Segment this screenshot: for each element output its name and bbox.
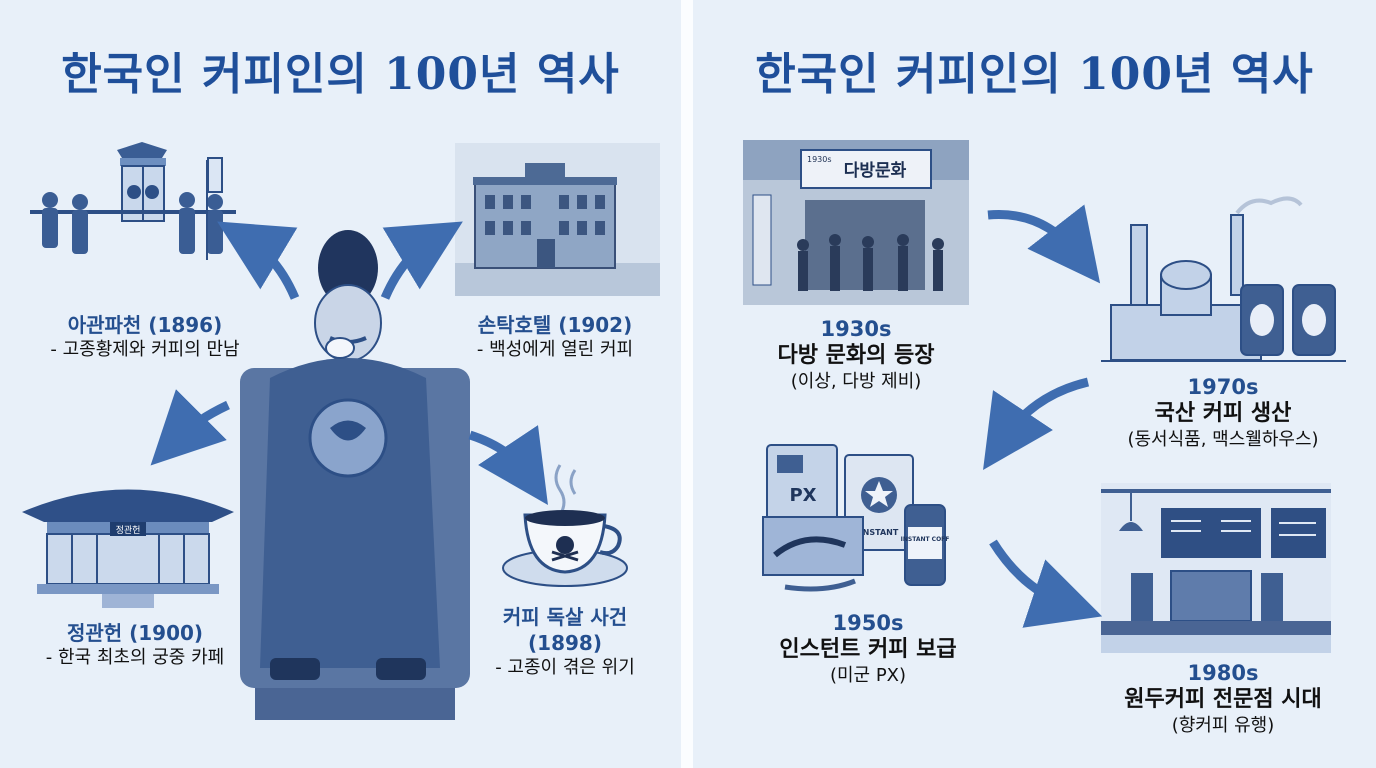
right-panel: 한국인 커피인의 100년 역사 1930s 다방문화: [693, 0, 1376, 768]
era-1980s: 1980s 원두커피 전문점 시대 (향커피 유행): [1098, 660, 1348, 738]
px-label: PX: [789, 485, 816, 506]
event-sontag-hotel: 손탁호텔 (1902) - 백성에게 열린 커피: [450, 312, 660, 362]
event-coffee-poisoning: 커피 독살 사건 (1898) - 고종이 겪은 위기: [470, 604, 660, 680]
sontag-hotel-photo: [455, 143, 660, 296]
panel-divider: [681, 0, 693, 768]
coffee-shop-1980s-illustration: [1101, 483, 1331, 653]
era-desc: (향커피 유행): [1171, 715, 1275, 736]
era-year: 1970s: [1187, 375, 1259, 399]
event-title: 손탁호텔 (1902): [477, 313, 633, 337]
instant-coffee-1950s-illustration: PX INSTANT INSTANT COFF: [755, 435, 955, 600]
era-year: 1950s: [832, 611, 904, 635]
era-year: 1980s: [1187, 661, 1259, 685]
dabang-1930s-photo: 1930s 다방문화: [743, 140, 969, 305]
palanquin-illustration: [22, 140, 242, 300]
emperor-gojong-illustration: [230, 228, 480, 728]
event-jeonggwanheon: 정관헌 (1900) - 한국 최초의 궁중 카페: [20, 620, 250, 670]
instant-label: INSTANT: [860, 528, 899, 537]
era-title: 다방 문화의 등장: [777, 343, 935, 368]
event-desc: - 고종이 겪은 위기: [495, 657, 635, 678]
era-desc: (미군 PX): [829, 665, 907, 686]
event-desc: - 백성에게 열린 커피: [476, 339, 634, 360]
photo-sign: 다방문화: [844, 161, 907, 181]
event-year: (1898): [528, 631, 602, 655]
timeline-arrows: [983, 204, 1103, 628]
era-1930s: 1930s 다방 문화의 등장 (이상, 다방 제비): [743, 316, 969, 394]
era-title: 국산 커피 생산: [1154, 401, 1292, 426]
factory-1970s-illustration: [1101, 185, 1346, 365]
left-panel: 한국인 커피인의 100년 역사: [0, 0, 681, 768]
poisoned-coffee-cup-illustration: [500, 460, 630, 595]
era-title: 원두커피 전문점 시대: [1124, 687, 1322, 712]
jeonggwanheon-illustration: 정관헌: [12, 472, 244, 612]
event-agwan-pacheon: 아관파천 (1896) - 고종황제와 커피의 만남: [30, 312, 260, 362]
palace-sign: 정관헌: [116, 525, 141, 536]
photo-sign-small: 1930s: [807, 155, 832, 164]
era-title: 인스턴트 커피 보급: [779, 637, 957, 662]
event-title: 정관헌 (1900): [66, 621, 204, 645]
event-desc: - 한국 최초의 궁중 카페: [45, 647, 225, 668]
era-1970s: 1970s 국산 커피 생산 (동서식품, 맥스웰하우스): [1093, 374, 1353, 452]
timeline-arrows: [150, 221, 548, 505]
era-desc: (이상, 다방 제비): [790, 371, 922, 392]
event-title: 커피 독살 사건: [502, 605, 628, 629]
jar-label: INSTANT COFF: [901, 536, 950, 543]
page-title: 한국인 커피인의 100년 역사: [61, 49, 620, 100]
era-desc: (동서식품, 맥스웰하우스): [1127, 429, 1319, 450]
event-title: 아관파천 (1896): [67, 313, 223, 337]
era-year: 1930s: [820, 317, 892, 341]
page-title: 한국인 커피인의 100년 역사: [755, 49, 1314, 100]
era-1950s: 1950s 인스턴트 커피 보급 (미군 PX): [748, 610, 988, 688]
event-desc: - 고종황제와 커피의 만남: [50, 339, 240, 360]
